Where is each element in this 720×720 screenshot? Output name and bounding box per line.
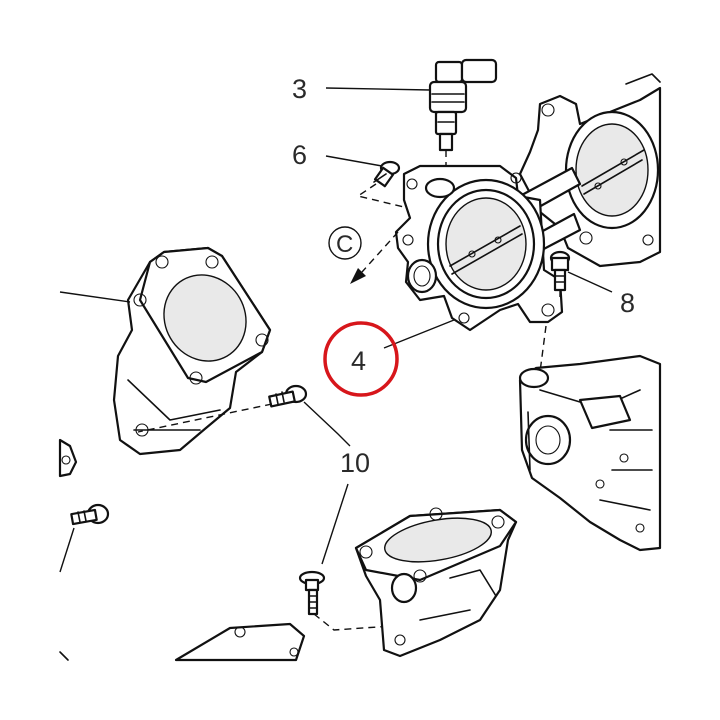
throttle-body-part-4 xyxy=(394,164,564,332)
screw-part-10-upper xyxy=(268,384,308,408)
leader-6 xyxy=(325,155,383,167)
highlight-circle xyxy=(323,321,399,397)
leader-3 xyxy=(325,87,431,91)
leader-10-lower xyxy=(321,483,349,565)
callout-4: 4 xyxy=(351,346,366,376)
bolt-part-8 xyxy=(549,250,571,292)
screw-part-6 xyxy=(373,160,401,188)
leader-8 xyxy=(567,271,613,293)
view-c-letter: C xyxy=(336,231,353,258)
view-c-marker: C xyxy=(328,226,362,260)
leader-4 xyxy=(383,319,455,349)
leader-10-upper xyxy=(303,401,351,447)
throttle-body-rear xyxy=(518,73,662,268)
partial-part-bottom xyxy=(59,622,306,662)
screw-left-lower xyxy=(70,503,110,526)
adaptor-bottom xyxy=(354,507,518,658)
view-arrow xyxy=(350,231,399,284)
leader-left-lower xyxy=(59,527,75,573)
callout-10: 10 xyxy=(340,448,370,478)
callout-3: 3 xyxy=(292,74,307,104)
partial-part-left xyxy=(58,438,78,478)
screw-part-10-lower xyxy=(298,570,326,616)
injector-part-3 xyxy=(428,58,498,152)
leader-left xyxy=(59,291,131,303)
callout-6: 6 xyxy=(292,140,307,170)
throttle-actuator xyxy=(518,354,662,552)
callout-8: 8 xyxy=(620,288,635,318)
adaptor-left xyxy=(112,246,272,456)
